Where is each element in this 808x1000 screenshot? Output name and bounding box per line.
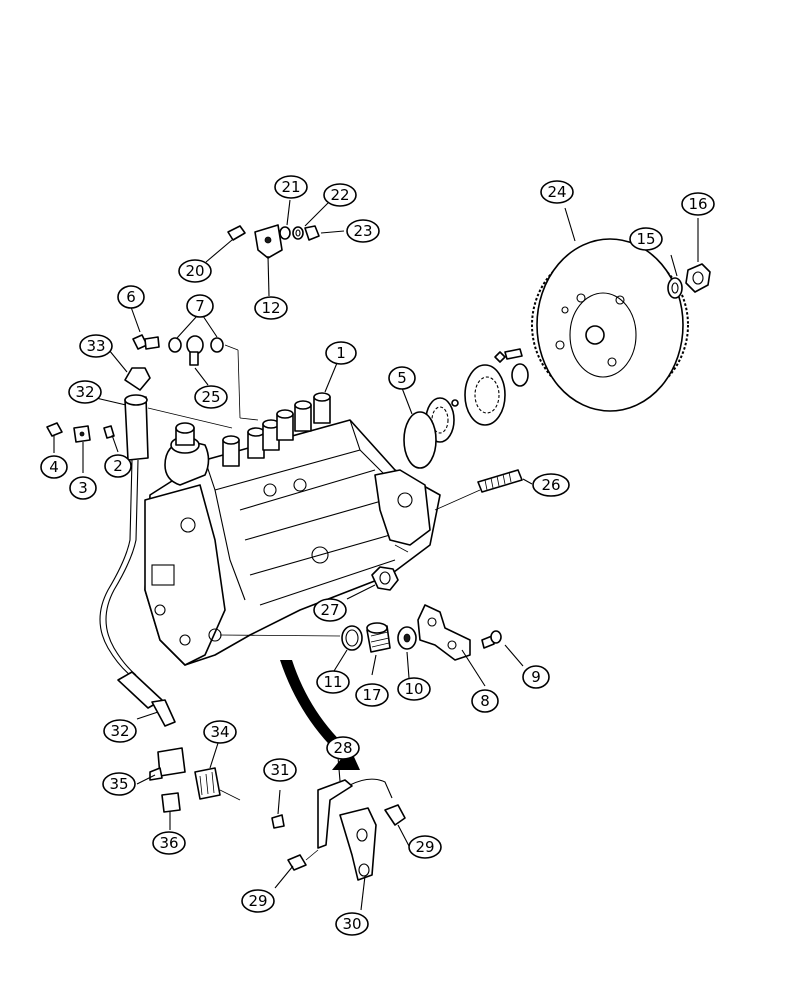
svg-text:11: 11 <box>323 673 342 691</box>
delivery-valve-holders <box>222 392 331 467</box>
svg-text:27: 27 <box>320 601 339 619</box>
callout-26: 26 <box>532 473 570 497</box>
callout-24: 24 <box>540 180 574 204</box>
svg-text:10: 10 <box>404 680 423 698</box>
callout-10: 10 <box>397 677 431 701</box>
tee-fittings <box>149 747 221 813</box>
callout-36: 36 <box>152 831 186 855</box>
stud-26 <box>477 469 523 493</box>
callout-3: 3 <box>69 476 97 500</box>
svg-text:1: 1 <box>336 344 346 362</box>
callout-16: 16 <box>681 192 715 216</box>
callout-30: 30 <box>335 912 369 936</box>
leader-lines <box>53 199 699 911</box>
callout-6: 6 <box>117 285 145 309</box>
svg-text:12: 12 <box>261 299 280 317</box>
callout-32-top: 32 <box>68 380 102 404</box>
top-pieces <box>227 224 320 259</box>
svg-text:3: 3 <box>78 479 88 497</box>
bracket-assembly <box>271 778 406 881</box>
callout-29-right: 29 <box>408 835 442 859</box>
callout-5: 5 <box>388 366 416 390</box>
callout-8: 8 <box>471 689 499 713</box>
callout-28: 28 <box>326 736 360 760</box>
svg-text:35: 35 <box>109 775 128 793</box>
callout-22: 22 <box>323 183 357 207</box>
bracket-parts <box>341 604 502 661</box>
callout-15: 15 <box>629 227 663 251</box>
svg-text:31: 31 <box>270 761 289 779</box>
svg-text:9: 9 <box>531 668 541 686</box>
svg-text:26: 26 <box>541 476 560 494</box>
callout-9: 9 <box>522 665 550 689</box>
callout-20: 20 <box>178 259 212 283</box>
banjo-fittings <box>46 334 224 461</box>
svg-text:25: 25 <box>201 388 220 406</box>
svg-text:24: 24 <box>547 183 566 201</box>
callout-23: 23 <box>346 219 380 243</box>
svg-text:32: 32 <box>110 722 129 740</box>
svg-text:36: 36 <box>159 834 178 852</box>
svg-text:30: 30 <box>342 915 361 933</box>
callout-35: 35 <box>102 772 136 796</box>
svg-text:34: 34 <box>210 723 229 741</box>
callout-12: 12 <box>254 296 288 320</box>
svg-text:28: 28 <box>333 739 352 757</box>
callout-27: 27 <box>313 598 347 622</box>
svg-text:33: 33 <box>86 337 105 355</box>
callout-31: 31 <box>263 758 297 782</box>
svg-text:29: 29 <box>415 838 434 856</box>
svg-text:21: 21 <box>281 178 300 196</box>
callout-33: 33 <box>79 334 113 358</box>
drive-hub <box>425 348 529 443</box>
svg-text:4: 4 <box>49 458 59 476</box>
callout-34: 34 <box>203 720 237 744</box>
washer-nut-15-16 <box>667 263 711 299</box>
callout-4: 4 <box>40 455 68 479</box>
svg-text:23: 23 <box>353 222 372 240</box>
callout-11: 11 <box>316 670 350 694</box>
nut-27 <box>371 566 399 591</box>
callout-7: 7 <box>186 294 214 318</box>
injection-pump-body <box>144 419 441 666</box>
svg-text:7: 7 <box>195 297 205 315</box>
svg-text:16: 16 <box>688 195 707 213</box>
svg-text:15: 15 <box>636 230 655 248</box>
callout-17: 17 <box>355 683 389 707</box>
svg-text:22: 22 <box>330 186 349 204</box>
svg-text:32: 32 <box>75 383 94 401</box>
callout-21: 21 <box>274 175 308 199</box>
svg-text:2: 2 <box>113 457 123 475</box>
svg-text:17: 17 <box>362 686 381 704</box>
svg-text:20: 20 <box>185 262 204 280</box>
svg-text:6: 6 <box>126 288 136 306</box>
fuel-line <box>99 459 176 727</box>
o-ring-5 <box>403 411 437 469</box>
svg-text:29: 29 <box>248 892 267 910</box>
callout-1: 1 <box>325 341 357 365</box>
timing-gear <box>531 238 689 412</box>
callout-29-left: 29 <box>241 889 275 913</box>
callout-2: 2 <box>104 454 132 478</box>
svg-text:8: 8 <box>480 692 490 710</box>
callout-32-bottom: 32 <box>103 719 137 743</box>
svg-text:5: 5 <box>397 369 407 387</box>
callout-25: 25 <box>194 385 228 409</box>
